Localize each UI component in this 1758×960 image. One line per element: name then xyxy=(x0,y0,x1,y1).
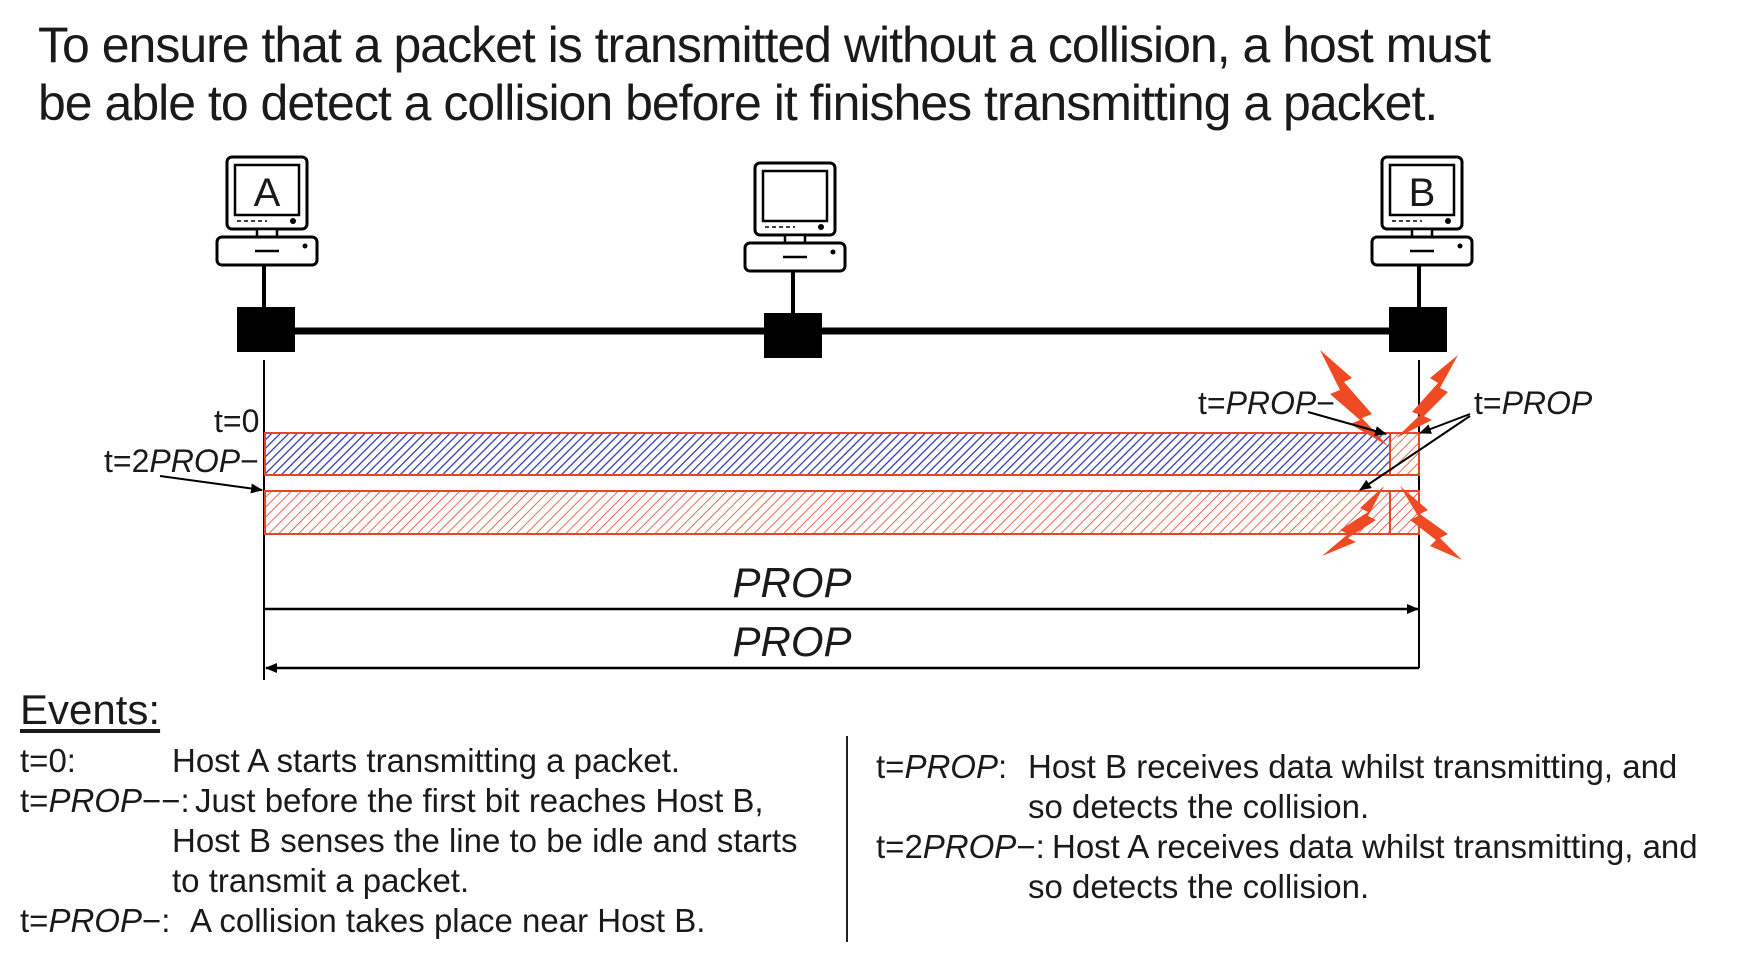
event-left-1-cont2: to transmit a packet. xyxy=(172,861,469,901)
collision-bolts xyxy=(1320,350,1462,560)
title-line-2: be able to detect a collision before it … xyxy=(38,75,1438,131)
host-middle xyxy=(743,161,847,358)
arrow-tprop-2 xyxy=(1359,415,1471,491)
host-b-label: B xyxy=(1409,171,1436,215)
packet-a-bar xyxy=(264,432,1391,476)
event-desc: Host A receives data whilst transmitting… xyxy=(1052,828,1698,865)
event-desc: so detects the collision. xyxy=(1028,788,1370,825)
event-desc: so detects the collision. xyxy=(1028,868,1370,905)
event-desc: Host A starts transmitting a packet. xyxy=(172,742,681,779)
page-title: To ensure that a packet is transmitted w… xyxy=(38,16,1728,132)
label-tprop: t=PROP xyxy=(1474,385,1593,421)
host-b-connector xyxy=(1389,307,1447,352)
event-time: t=2PROP−: xyxy=(876,828,1045,865)
arrow-tprop-minus xyxy=(1307,411,1387,436)
packet-b-bar xyxy=(264,490,1420,535)
label-t2prop: t=2PROP− xyxy=(104,443,259,479)
label-tprop-minus: t=PROP− xyxy=(1198,385,1335,421)
event-time: t=PROP: xyxy=(876,748,1008,785)
collision-bolt-icon xyxy=(1322,486,1384,556)
host-middle-connector xyxy=(764,313,822,358)
label-t0: t=0 xyxy=(214,403,259,439)
event-desc: Host B senses the line to be idle and st… xyxy=(172,822,798,859)
host-b: B xyxy=(1370,155,1474,352)
event-right-1: t=2PROP−:Host A receives data whilst tra… xyxy=(876,827,1698,867)
event-desc: Just before the first bit reaches Host B… xyxy=(195,782,764,819)
event-desc: to transmit a packet. xyxy=(172,862,470,899)
arrow-tprop-1 xyxy=(1419,413,1471,434)
collision-bolt-icon xyxy=(1396,355,1458,438)
event-right-0: t=PROP: Host B receives data whilst trans… xyxy=(876,747,1677,787)
host-a-connector xyxy=(237,307,295,352)
duration-forward-label: PROP xyxy=(732,559,851,606)
event-desc: A collision takes place near Host B. xyxy=(190,902,706,939)
event-right-1-cont: so detects the collision. xyxy=(1028,867,1369,907)
event-left-2: t=PROP−: A collision takes place near Hos… xyxy=(20,901,705,941)
collision-bolt-icon xyxy=(1320,350,1388,446)
event-left-0: t=0: Host A starts transmitting a packet. xyxy=(20,741,680,781)
event-left-1: t=PROP−−:Just before the first bit reach… xyxy=(20,781,764,821)
host-a-label: A xyxy=(254,171,281,215)
host-a: A xyxy=(215,155,319,352)
event-time: t=PROP−: xyxy=(20,902,171,939)
duration-backward-label: PROP xyxy=(732,618,851,665)
arrow-t2prop xyxy=(159,475,263,494)
events-heading: Events: xyxy=(20,686,161,733)
event-desc: Host B receives data whilst transmitting… xyxy=(1028,748,1678,785)
events-divider xyxy=(846,736,848,942)
event-time: t=PROP−−: xyxy=(20,782,190,819)
title-line-1: To ensure that a packet is transmitted w… xyxy=(38,17,1491,73)
collision-bolt-icon xyxy=(1400,486,1462,560)
event-right-0-cont: so detects the collision. xyxy=(1028,787,1369,827)
event-time: t=0: xyxy=(20,742,76,779)
event-left-1-cont: Host B senses the line to be idle and st… xyxy=(172,821,798,861)
